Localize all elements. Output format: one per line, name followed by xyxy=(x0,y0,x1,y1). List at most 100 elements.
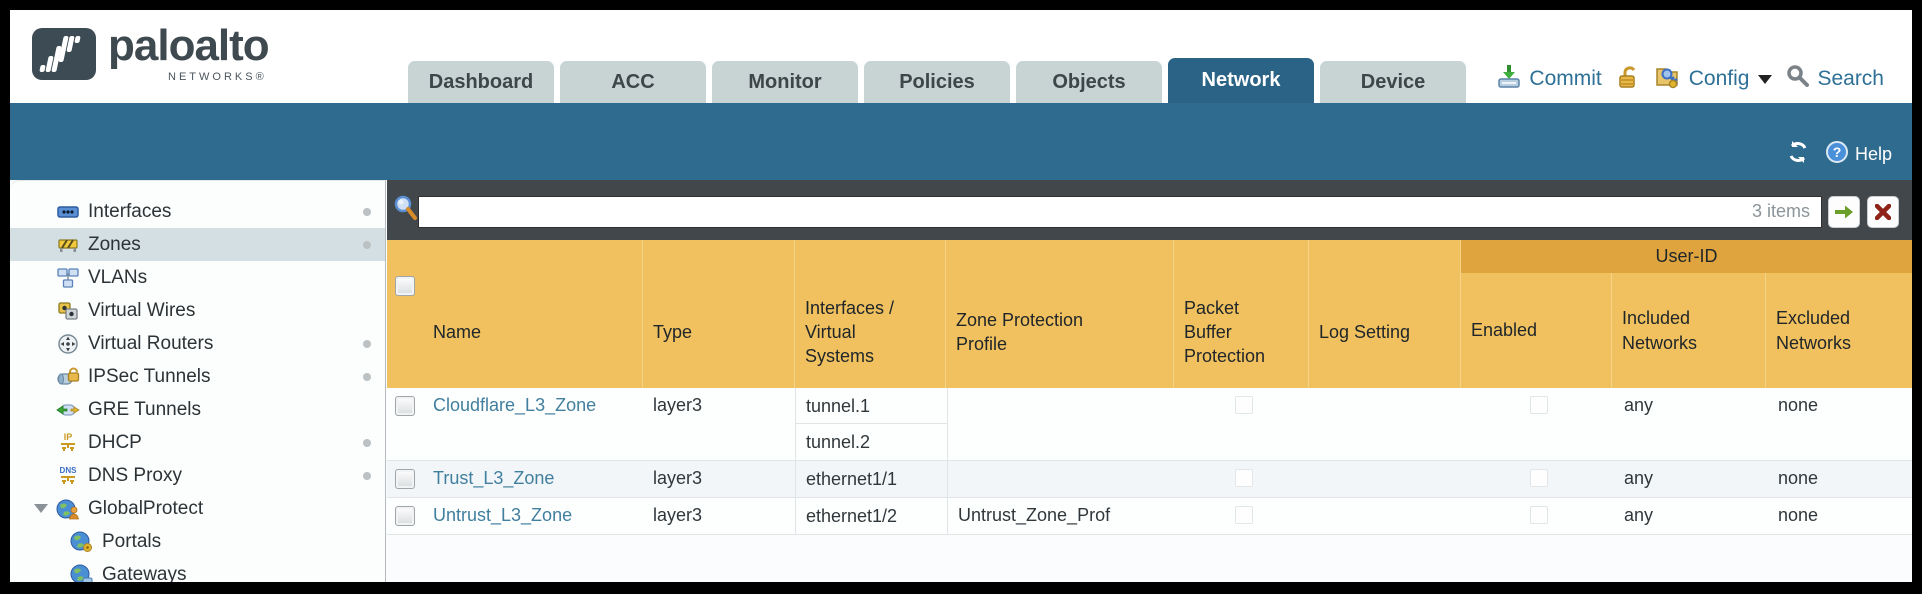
global-search[interactable]: Search xyxy=(1786,64,1884,94)
tab-acc[interactable]: ACC xyxy=(560,61,706,103)
teal-band: ? Help xyxy=(10,103,1912,180)
packet-buffer-protection-checkbox[interactable] xyxy=(1234,506,1253,524)
col-header-name[interactable]: Name xyxy=(423,240,643,388)
tab-dashboard[interactable]: Dashboard xyxy=(408,61,554,103)
excluded-networks: none xyxy=(1778,505,1819,525)
col-header-interfaces[interactable]: Interfaces / Virtual Systems xyxy=(795,240,946,388)
excluded-networks: none xyxy=(1778,468,1819,488)
table-header: Name Type Interfaces / Virtual Systems Z… xyxy=(387,240,1912,388)
network-sidebar: Interfaces Zones xyxy=(10,180,386,582)
log-setting xyxy=(1311,498,1463,534)
zone-type: layer3 xyxy=(653,505,703,525)
zone-name-link[interactable]: Untrust_L3_Zone xyxy=(433,505,573,525)
svg-text:DNS: DNS xyxy=(60,466,78,475)
user-id-group-header: User-ID xyxy=(1461,240,1912,273)
sidebar-item-gre-tunnels[interactable]: GRE Tunnels xyxy=(10,393,385,426)
brand-wordmark: paloalto xyxy=(108,21,270,70)
help-icon: ? xyxy=(1825,140,1849,169)
col-header-enabled[interactable]: Enabled xyxy=(1461,273,1612,388)
expand-caret-icon[interactable] xyxy=(34,504,48,513)
zone-type: layer3 xyxy=(653,468,703,488)
tab-device[interactable]: Device xyxy=(1320,61,1466,103)
zone-protection-profile: Untrust_Zone_Prof xyxy=(958,505,1111,525)
user-id-enabled-checkbox[interactable] xyxy=(1529,469,1548,487)
select-all-checkbox[interactable] xyxy=(395,276,415,296)
globalprotect-icon xyxy=(56,498,80,520)
sidebar-item-vlans[interactable]: VLANs xyxy=(10,261,385,294)
green-arrow-icon xyxy=(1835,205,1853,219)
sidebar-item-virtual-wires[interactable]: Virtual Wires xyxy=(10,294,385,327)
interface-entry: ethernet1/2 xyxy=(806,506,898,526)
zone-interfaces: ethernet1/1 xyxy=(795,461,948,497)
row-checkbox[interactable] xyxy=(395,506,415,526)
col-header-zone-protection-profile[interactable]: Zone Protection Profile xyxy=(946,240,1174,388)
zones-icon xyxy=(56,234,80,256)
gre-tunnels-icon xyxy=(56,399,80,421)
packet-buffer-protection-checkbox[interactable] xyxy=(1234,396,1253,414)
refresh-icon[interactable] xyxy=(1785,139,1811,170)
main-nav-tabs: Dashboard ACC Monitor Policies Objects N… xyxy=(408,58,1466,103)
config-caret-icon xyxy=(1758,74,1773,84)
col-header-packet-buffer-protection[interactable]: Packet Buffer Protection xyxy=(1174,240,1309,388)
config-menu[interactable]: Config xyxy=(1654,63,1773,95)
interface-entry: tunnel.2 xyxy=(806,432,871,452)
vlans-icon xyxy=(56,267,80,289)
zone-name-link[interactable]: Trust_L3_Zone xyxy=(433,468,555,488)
filter-search-icon xyxy=(392,194,418,227)
brand-sub: NETWORKS® xyxy=(168,71,267,83)
filter-toolbar: 3 items xyxy=(387,180,1912,240)
status-dot xyxy=(363,438,371,447)
col-header-type[interactable]: Type xyxy=(643,240,795,388)
zones-table: Name Type Interfaces / Virtual Systems Z… xyxy=(387,240,1912,535)
sidebar-item-virtual-routers[interactable]: Virtual Routers xyxy=(10,327,385,360)
status-dot xyxy=(363,240,371,249)
commit-button[interactable]: Commit xyxy=(1496,63,1602,95)
clear-filter-button[interactable] xyxy=(1867,196,1899,228)
sidebar-item-zones[interactable]: Zones xyxy=(10,228,385,261)
zone-name-link[interactable]: Cloudflare_L3_Zone xyxy=(433,395,597,415)
svg-text:IP: IP xyxy=(64,432,73,442)
sidebar-item-interfaces[interactable]: Interfaces xyxy=(10,195,385,228)
sidebar-item-globalprotect[interactable]: GlobalProtect xyxy=(10,492,385,525)
excluded-networks: none xyxy=(1778,395,1819,415)
sidebar-item-gateways[interactable]: Gateways xyxy=(10,558,385,582)
col-header-included-networks[interactable]: Included Networks xyxy=(1612,273,1766,388)
log-setting xyxy=(1311,388,1463,460)
table-row: Trust_L3_Zone layer3 ethernet1/1 any non… xyxy=(387,461,1912,498)
col-header-excluded-networks[interactable]: Excluded Networks xyxy=(1776,308,1852,353)
filter-input[interactable] xyxy=(418,196,1822,228)
zone-interfaces: tunnel.1 tunnel.2 xyxy=(795,388,948,460)
lock-icon[interactable] xyxy=(1616,64,1640,95)
tab-policies[interactable]: Policies xyxy=(864,61,1010,103)
zone-type: layer3 xyxy=(653,395,703,415)
packet-buffer-protection-checkbox[interactable] xyxy=(1234,469,1253,487)
sidebar-item-dhcp[interactable]: IP DHCP xyxy=(10,426,385,459)
app-header: paloalto NETWORKS® Dashboard ACC Monitor… xyxy=(10,10,1912,103)
svg-text:?: ? xyxy=(1833,144,1842,160)
sidebar-item-dns-proxy[interactable]: DNS DNS Proxy xyxy=(10,459,385,492)
user-id-enabled-checkbox[interactable] xyxy=(1529,396,1548,414)
status-dot xyxy=(363,471,371,480)
apply-filter-button[interactable] xyxy=(1828,196,1860,228)
virtual-wires-icon xyxy=(56,300,80,322)
sidebar-item-ipsec-tunnels[interactable]: IPSec Tunnels xyxy=(10,360,385,393)
help-button[interactable]: ? Help xyxy=(1825,140,1892,169)
tab-monitor[interactable]: Monitor xyxy=(712,61,858,103)
sidebar-item-portals[interactable]: Portals xyxy=(10,525,385,558)
portals-icon xyxy=(70,531,94,553)
user-id-enabled-checkbox[interactable] xyxy=(1529,506,1548,524)
interface-entry: ethernet1/1 xyxy=(806,469,898,489)
included-networks: any xyxy=(1624,505,1654,525)
col-header-log-setting[interactable]: Log Setting xyxy=(1309,240,1461,388)
gateways-icon xyxy=(70,564,94,582)
row-checkbox[interactable] xyxy=(395,396,415,416)
zone-protection-profile xyxy=(948,461,1176,497)
tab-network[interactable]: Network xyxy=(1168,58,1314,103)
row-checkbox[interactable] xyxy=(395,469,415,489)
status-dot xyxy=(363,339,371,348)
tab-objects[interactable]: Objects xyxy=(1016,61,1162,103)
search-icon xyxy=(1786,64,1810,94)
header-utilities: Commit Con xyxy=(1496,63,1884,95)
table-row: Cloudflare_L3_Zone layer3 tunnel.1 tunne… xyxy=(387,388,1912,461)
app-window: paloalto NETWORKS® Dashboard ACC Monitor… xyxy=(10,10,1912,582)
